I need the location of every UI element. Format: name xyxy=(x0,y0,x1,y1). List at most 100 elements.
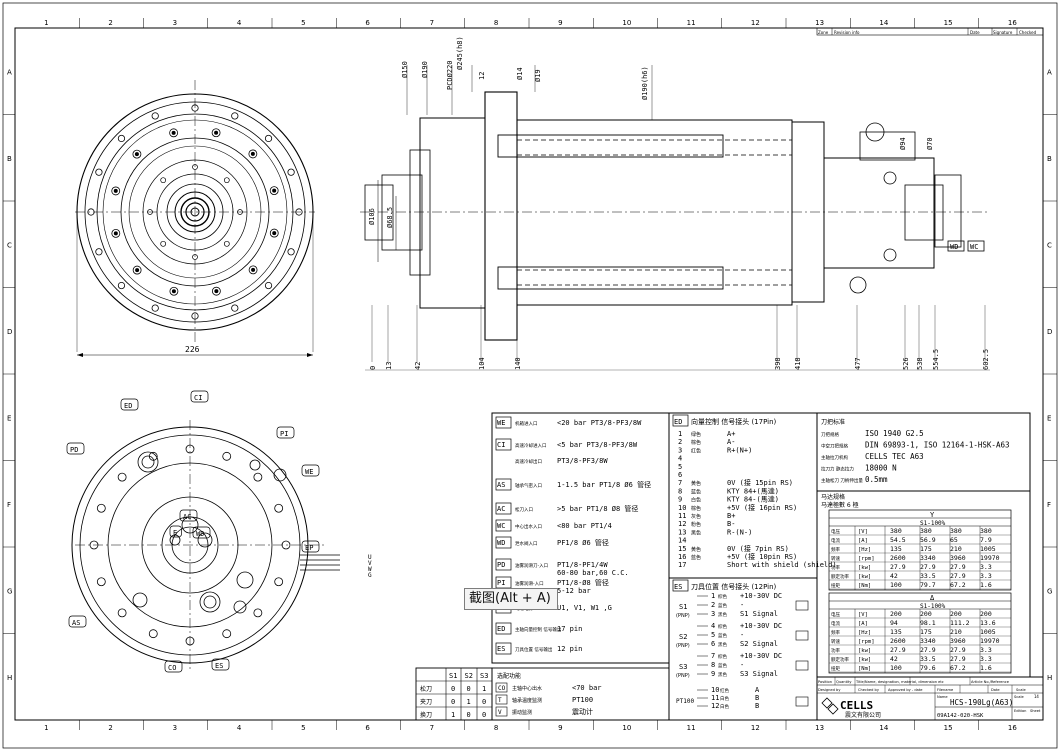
border-row-label: G xyxy=(1047,587,1052,595)
port-code: PD xyxy=(497,561,505,569)
port-spec: U1, V1, W1 ,G xyxy=(557,604,612,612)
side-dim-bottom: 602.5 xyxy=(982,349,990,370)
motor-y-value: 33.5 xyxy=(920,572,936,580)
border-col-label: 11 xyxy=(687,19,696,27)
motor-y-value: 42 xyxy=(890,572,898,580)
tool-value: 18000 N xyxy=(865,464,897,473)
es-pin-color: 蓝色 xyxy=(718,602,727,609)
motor-d-value: 42 xyxy=(890,655,898,663)
sensor-row-label: 换刀 xyxy=(420,711,432,719)
title-edition: Edition xyxy=(1014,709,1026,713)
port-spec: PT1/8-PF1/4W xyxy=(557,561,608,569)
motor-d-unit: [A] xyxy=(858,621,868,627)
es-pin-color: 红色 xyxy=(720,687,729,694)
motor-d-unit: [V] xyxy=(858,612,868,618)
es-pin-num: 5 xyxy=(711,631,715,639)
side-dim-bottom: 538 xyxy=(916,357,924,370)
motor-y-value: 1005 xyxy=(980,545,996,553)
es-pin-color: 棕色 xyxy=(718,593,727,600)
es-pin-signal: +10-30V DC xyxy=(740,652,782,660)
title-hdr: Position xyxy=(818,680,832,684)
option-name: 主轴中心出水 xyxy=(512,685,542,692)
border-col-label: 8 xyxy=(494,19,498,27)
motor-d-value: 210 xyxy=(950,628,962,636)
phase-label: G xyxy=(368,572,372,579)
border-row-label: F xyxy=(7,501,11,509)
motor-y-unit: [rpm] xyxy=(858,556,875,562)
motor-y-value: 210 xyxy=(950,545,962,553)
side-label-wd: WD xyxy=(950,243,958,251)
ed-pin-signal: R+(N+) xyxy=(727,446,752,454)
ed-pin-color: 黄色 xyxy=(691,480,701,487)
sensor-value: 0 xyxy=(451,698,455,706)
port-name: 油雾润滑刀-入口 xyxy=(515,562,548,569)
ed-pin-num: 11 xyxy=(678,512,686,520)
motor-y-key: 电流 xyxy=(831,537,840,544)
option-code: CO xyxy=(498,685,506,692)
ed-pin-color: 蓝色 xyxy=(691,554,701,561)
motor-d-unit: [kw] xyxy=(858,657,871,663)
border-row-label: A xyxy=(1047,68,1052,76)
rev-info: Revision info xyxy=(834,30,860,35)
port-code: WE xyxy=(497,419,505,427)
motor-y-value: 65 xyxy=(950,536,958,544)
motor-d-value: 27.9 xyxy=(920,646,936,654)
motor-d-value: 67.2 xyxy=(950,664,966,672)
option-spec: PT100 xyxy=(572,696,593,704)
es-pin-signal: - xyxy=(740,661,744,669)
ed-pin-signal: +5V (接 10pin RS) xyxy=(727,552,797,561)
es-pin-signal: B xyxy=(755,702,759,710)
motor-d-value: 27.9 xyxy=(950,655,966,663)
port-name: 松刀入口 xyxy=(515,506,533,513)
title-date: Date xyxy=(991,688,1000,692)
side-dim-top: 12 xyxy=(478,72,486,80)
ed-pin-num: 17 xyxy=(678,561,686,569)
side-dim-top: Ø19 xyxy=(534,69,542,82)
port-code: ED xyxy=(497,625,505,633)
ed-pin-signal: 0V (接 7pin RS) xyxy=(727,544,789,553)
motor-y-value: 135 xyxy=(890,545,902,553)
es-pin-num: 3 xyxy=(711,610,715,618)
port-name: 机箱进入口 xyxy=(515,420,538,427)
port-code: WD xyxy=(497,539,505,547)
motor-d-value: 33.5 xyxy=(920,655,936,663)
side-dim-bottom: 42 xyxy=(414,362,422,370)
motor-d-key: 功率 xyxy=(831,647,840,654)
back-port-pd: PD xyxy=(70,446,78,454)
es-pin-num: 11 xyxy=(711,694,719,702)
ed-title: 向量控制 信号接头 (17Pin) xyxy=(691,417,777,426)
port-spec: PT1/8-Ø8 管径 xyxy=(557,578,609,587)
front-view: 226 xyxy=(75,80,315,357)
rev-signature: Signature xyxy=(993,30,1013,35)
motor-d-value: 111.2 xyxy=(950,619,970,627)
motor-d-value: 19970 xyxy=(980,637,1000,645)
motor-d-value: 100 xyxy=(890,664,902,672)
border-col-label: 12 xyxy=(751,724,760,732)
title-sheet: Sheet xyxy=(1030,709,1041,713)
side-dim-bottom: 418 xyxy=(794,357,802,370)
motor-y-value: 100 xyxy=(890,581,902,589)
port-spec: PT3/8-PF3/8W xyxy=(557,457,608,465)
side-dim-left: Ø106 xyxy=(368,208,376,225)
back-port-as: AS xyxy=(72,619,80,627)
ed-pin-color: 红色 xyxy=(691,447,701,454)
port-spec: <80 bar PT1/4 xyxy=(557,522,612,530)
sensor-row-label: 松刀 xyxy=(420,685,432,693)
port-code: PI xyxy=(497,579,505,587)
back-port-ci: CI xyxy=(194,394,202,402)
border-col-label: 2 xyxy=(108,19,112,27)
title-hdr: Title/Name, designation, material, dimen… xyxy=(855,680,944,684)
motor-y-value: 3960 xyxy=(950,554,966,562)
motor-y-unit: [kw] xyxy=(858,565,871,571)
border-row-label: B xyxy=(7,155,12,163)
es-pin-signal: +10-30V DC xyxy=(740,622,782,630)
ed-pin-signal: KTY 84-(馬達) xyxy=(727,495,779,504)
motor-d-value: 27.9 xyxy=(950,646,966,654)
motor-d-value: 1.6 xyxy=(980,664,992,672)
motor-d-unit: [Nm] xyxy=(858,666,871,672)
border-row-label: A xyxy=(7,68,12,76)
tool-value: CELLS TEC A63 xyxy=(865,452,924,461)
